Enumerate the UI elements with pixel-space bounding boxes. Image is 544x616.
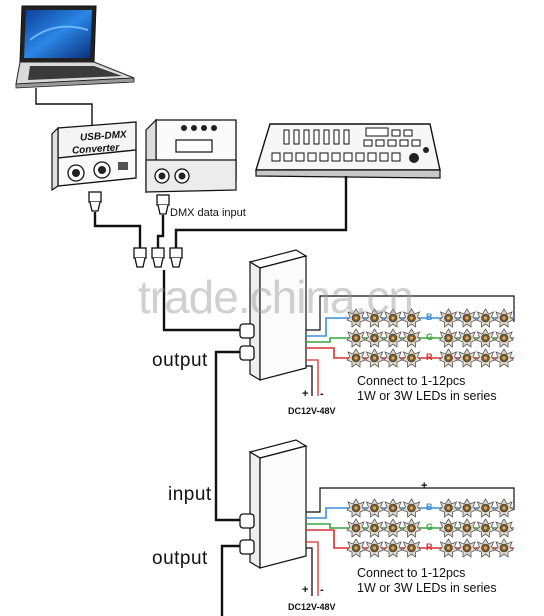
led-star-icon xyxy=(494,348,514,368)
led-star-icon xyxy=(476,498,495,518)
led-star-icon xyxy=(402,538,421,558)
led-star-icon xyxy=(457,308,477,328)
led-decoder-icon xyxy=(239,249,308,382)
dmx-console-icon xyxy=(255,123,441,179)
minus-sign-1: - xyxy=(320,388,324,400)
led-star-icon xyxy=(402,518,421,538)
led-star-icon xyxy=(457,348,477,368)
channel-b-label-1: B xyxy=(426,312,433,322)
led-star-icon xyxy=(457,518,477,538)
minus-sign-2: - xyxy=(320,584,324,596)
led-star-icon xyxy=(383,328,403,348)
led-star-icon xyxy=(439,348,458,368)
led-star-icon xyxy=(365,328,384,348)
channel-r-label-1: R xyxy=(426,352,433,362)
led-star-icon xyxy=(476,308,495,328)
led-star-icon xyxy=(494,518,514,538)
led-star-icon xyxy=(494,498,514,518)
channel-g-label-2: G xyxy=(426,522,434,532)
led-star-icon xyxy=(457,538,477,558)
dmx-cables xyxy=(93,176,348,616)
usb-dmx-converter-icon xyxy=(51,121,137,192)
led-star-icon xyxy=(383,348,403,368)
watermark: trade.china.cn xyxy=(138,271,414,323)
rgb-wires xyxy=(306,487,515,596)
led-star-icon xyxy=(383,518,403,538)
dmx-input-label: DMX data input xyxy=(170,207,246,219)
input-label-2: input xyxy=(168,484,212,505)
usb-cable xyxy=(35,88,93,128)
led-star-icon xyxy=(365,538,384,558)
led-star-icon xyxy=(365,348,384,368)
led-star-icon xyxy=(476,348,495,368)
led-star-icon xyxy=(346,328,366,348)
output-label-2: output xyxy=(152,548,208,569)
led-star-icon xyxy=(494,328,514,348)
led-star-icon xyxy=(402,328,421,348)
led-star-icon xyxy=(439,328,458,348)
led-star-icon xyxy=(439,498,458,518)
dmx-player-icon xyxy=(145,118,237,194)
led-star-icon xyxy=(402,498,421,518)
led-star-icon xyxy=(494,538,514,558)
rgb-wires xyxy=(306,295,515,396)
led-star-icon xyxy=(346,518,366,538)
led-star-icon xyxy=(383,538,403,558)
channel-g-label-1: G xyxy=(426,332,434,342)
led-star-icon xyxy=(365,498,384,518)
led-star-icon xyxy=(476,518,495,538)
led-star-icon xyxy=(457,328,477,348)
led-star-icon xyxy=(457,498,477,518)
led-star-icon xyxy=(383,498,403,518)
led-decoder-icon xyxy=(239,439,308,570)
plus-sign-2: + xyxy=(302,584,309,596)
note-2-line-1: Connect to 1-12pcs xyxy=(357,566,466,580)
led-star-icon xyxy=(365,518,384,538)
led-star-icon xyxy=(494,308,514,328)
note-2-line-2: 1W or 3W LEDs in series xyxy=(357,581,497,595)
laptop-icon xyxy=(15,5,135,89)
power-label-1: DC12V-48V xyxy=(288,406,336,416)
note-1-line-1: Connect to 1-12pcs xyxy=(357,374,466,388)
channel-b-label-2: B xyxy=(426,502,433,512)
output-label-1: output xyxy=(152,350,208,371)
plus-sign-1: + xyxy=(302,388,309,400)
plus-sign-top-2: + xyxy=(421,480,428,492)
channel-r-label-2: R xyxy=(426,542,433,552)
led-star-icon xyxy=(346,348,366,368)
led-star-icon xyxy=(346,498,366,518)
led-star-icon xyxy=(346,538,366,558)
note-1-line-2: 1W or 3W LEDs in series xyxy=(357,389,497,403)
xlr-connector-icon xyxy=(88,191,183,268)
led-star-icon xyxy=(439,308,458,328)
led-star-icon xyxy=(476,538,495,558)
led-star-icon xyxy=(439,538,458,558)
led-star-icon xyxy=(439,518,458,538)
led-star-icon xyxy=(402,348,421,368)
led-star-icon xyxy=(476,328,495,348)
power-label-2: DC12V-48V xyxy=(288,602,336,612)
